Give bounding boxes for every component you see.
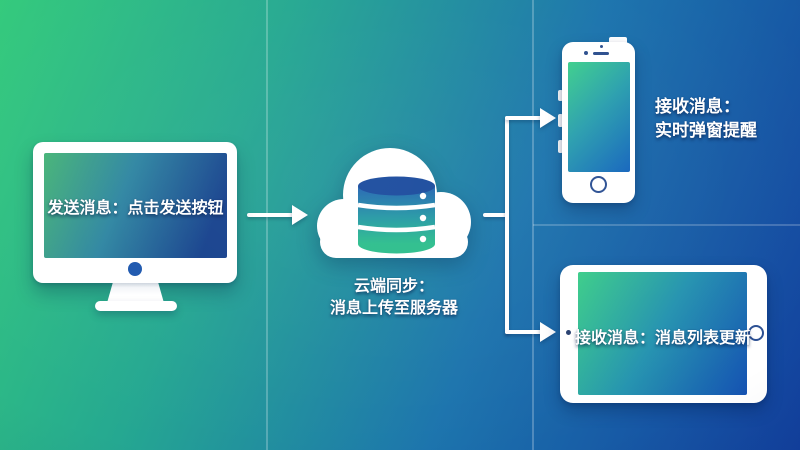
cloud-database-icon <box>317 148 471 258</box>
database-led-dot-2 <box>419 214 427 222</box>
receive-popup-label-line1: 接收消息： <box>655 97 740 116</box>
phone-screen <box>568 62 630 172</box>
grid-line-vertical-right <box>532 0 534 450</box>
tablet-camera-dot <box>566 330 571 335</box>
phone-camera-dot <box>600 45 603 48</box>
receive-list-label: 接收消息：消息列表更新 <box>574 330 752 347</box>
receive-popup-label-line2: 实时弹窗提醒 <box>655 121 757 140</box>
cloud-sync-label-line1: 云端同步： <box>353 278 435 295</box>
arrow-to-phone-line <box>505 116 542 120</box>
connector-branch-vertical <box>505 116 509 334</box>
tablet-icon <box>560 265 767 403</box>
phone-mute-switch <box>558 90 563 101</box>
phone-sensor-dot <box>584 51 588 55</box>
monitor-stand-neck <box>107 283 164 303</box>
monitor-screen: 发送消息：点击发送按钮 <box>44 153 227 258</box>
database-icon <box>357 176 436 254</box>
send-message-label: 发送消息：点击发送按钮 <box>47 200 224 217</box>
database-led-dot-1 <box>419 192 427 200</box>
grid-line-vertical-left <box>266 0 268 450</box>
grid-line-horizontal-right <box>533 224 800 226</box>
database-gap-2 <box>357 224 436 233</box>
monitor-camera-dot <box>128 262 142 276</box>
phone-power-button <box>609 37 627 45</box>
arrow-to-cloud-line <box>247 213 294 217</box>
tablet-screen <box>578 272 747 395</box>
phone-volume-down-button <box>558 140 563 153</box>
database-top-ellipse <box>358 176 435 196</box>
connector-cloud-stub <box>483 213 507 217</box>
smartphone-icon <box>562 42 635 203</box>
phone-home-button <box>590 176 607 193</box>
cloud-sync-label-line2: 消息上传至服务器 <box>329 300 459 317</box>
arrow-to-phone-head-icon <box>540 108 556 128</box>
arrow-to-cloud-head-icon <box>292 205 308 225</box>
tablet-home-button <box>748 325 764 341</box>
desktop-computer-icon: 发送消息：点击发送按钮 <box>33 142 237 283</box>
phone-volume-up-button <box>558 114 563 127</box>
monitor-stand-base <box>95 301 177 311</box>
database-led-dot-3 <box>419 235 427 243</box>
arrow-to-tablet-line <box>505 330 542 334</box>
phone-speaker-bar <box>593 52 609 55</box>
arrow-to-tablet-head-icon <box>540 322 556 342</box>
database-gap-1 <box>357 202 436 211</box>
